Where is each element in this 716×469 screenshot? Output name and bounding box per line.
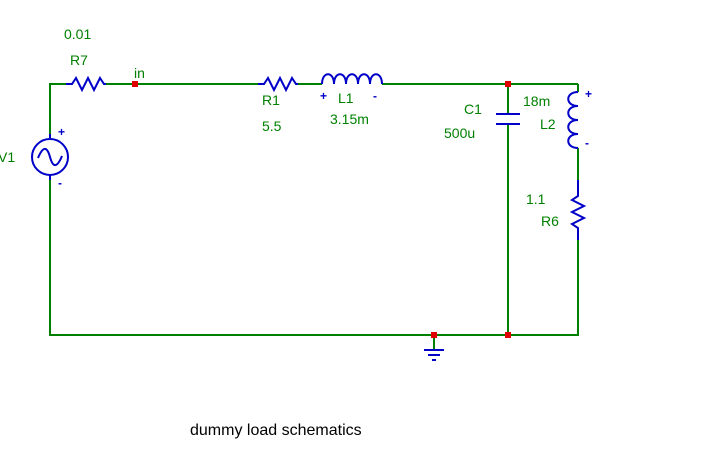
r6-value: 1.1 (526, 191, 546, 207)
inductor-l1 (321, 73, 383, 85)
l1-value: 3.15m (330, 111, 369, 127)
c1-ref: C1 (464, 101, 482, 117)
resistor-r6 (569, 180, 587, 240)
l2-value: 18m (523, 93, 550, 109)
node-bottom-right (505, 332, 511, 338)
l1-ref: L1 (338, 90, 354, 106)
wire-left-top (49, 83, 66, 134)
components (31, 73, 587, 361)
r7-value: 0.01 (64, 26, 91, 42)
inductor-l2 (567, 91, 579, 149)
node-top-right (505, 81, 511, 87)
net-label-in: in (134, 65, 145, 81)
capacitor-c1 (496, 113, 520, 125)
r6-ref: R6 (541, 213, 559, 229)
v1-plus: + (58, 125, 65, 139)
resistor-r1 (258, 75, 298, 93)
v1-ref: V1 (0, 149, 15, 165)
node-ground (431, 332, 437, 338)
l2-plus: + (585, 87, 592, 101)
r1-ref: R1 (262, 92, 280, 108)
l1-plus: + (320, 89, 327, 103)
r7-ref: R7 (70, 52, 88, 68)
wire-r6-to-bottom (49, 180, 579, 336)
v1-minus: - (58, 176, 62, 190)
voltage-source-v1 (31, 134, 69, 180)
ground-symbol (424, 349, 444, 361)
node-in (132, 81, 138, 87)
l1-minus: - (373, 89, 377, 103)
schematic-caption: dummy load schematics (190, 422, 362, 439)
c1-value: 500u (444, 125, 475, 141)
l2-minus: - (585, 136, 589, 150)
l2-ref: L2 (540, 116, 556, 132)
r1-value: 5.5 (262, 118, 282, 134)
nodes (132, 81, 511, 338)
resistor-r7 (66, 75, 106, 93)
